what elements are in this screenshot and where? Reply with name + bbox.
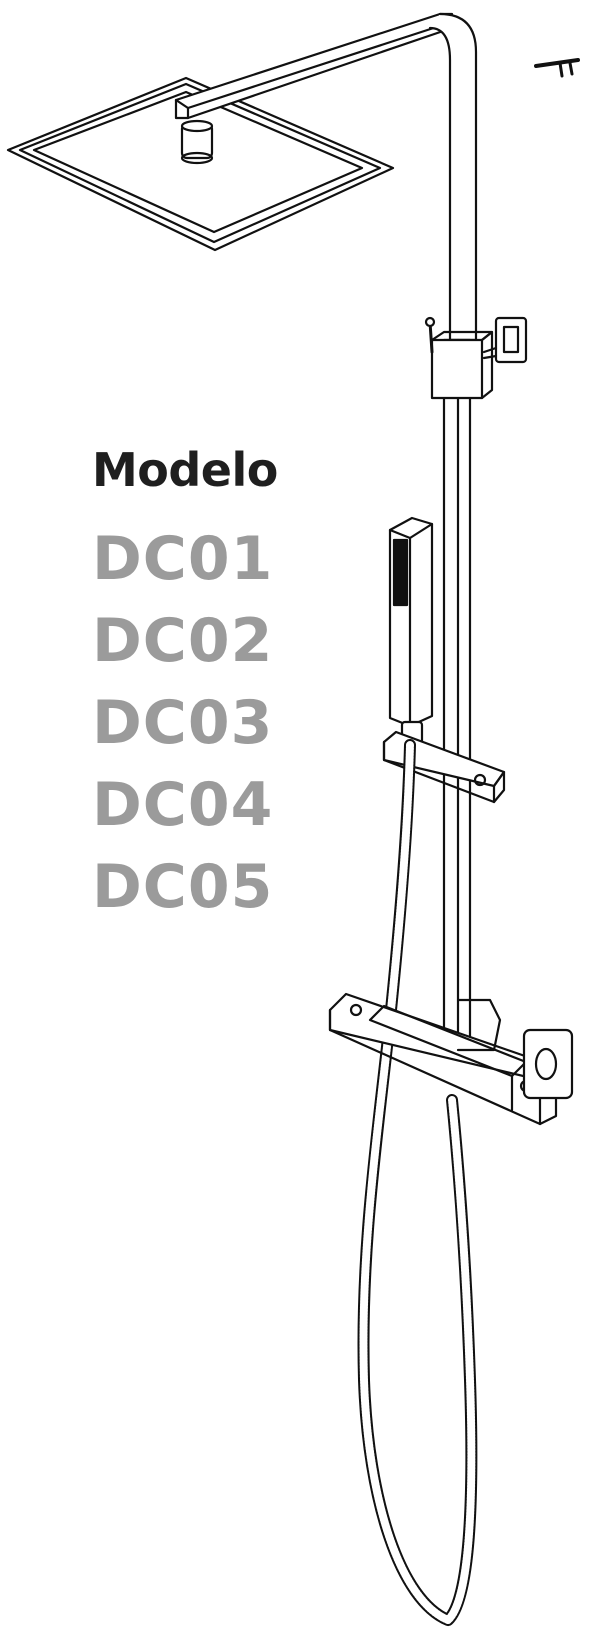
wall-bracket [424,316,528,400]
model-heading: Modelo [92,443,278,497]
riser-pipe [441,338,473,1047]
rain-shower-head [6,76,395,252]
hand-shower [388,516,434,746]
model-code-2: DC02 [92,606,274,676]
model-code-5: DC05 [92,852,274,922]
riser-bend [428,12,478,342]
head-connector [180,119,214,165]
shower-arm [174,12,454,120]
corner-mark [534,58,580,78]
thermostatic-mixer [328,992,574,1126]
model-code-1: DC01 [92,524,274,594]
model-code-3: DC03 [92,688,274,758]
model-code-4: DC04 [92,770,274,840]
